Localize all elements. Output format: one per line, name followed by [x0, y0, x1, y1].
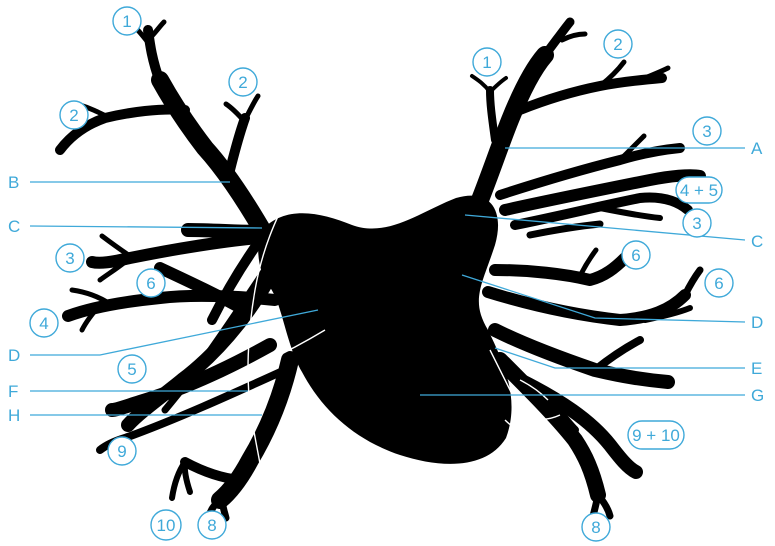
svg-text:8: 8 — [207, 516, 216, 535]
seg-left-2b: 2 — [229, 68, 257, 96]
label-H: H — [8, 406, 20, 425]
label-F: F — [8, 382, 18, 401]
seg-left-6: 6 — [137, 269, 165, 297]
seg-right-1: 1 — [473, 48, 501, 76]
bronchial-cast — [60, 16, 700, 520]
seg-left-10: 10 — [151, 510, 181, 540]
seg-right-3a: 3 — [693, 117, 721, 145]
svg-text:3: 3 — [702, 122, 711, 141]
seg-right-9-10: 9 + 10 — [628, 421, 684, 449]
svg-text:10: 10 — [157, 516, 176, 535]
label-A: A — [751, 139, 763, 158]
seg-left-4: 4 — [30, 309, 58, 337]
label-B: B — [8, 173, 19, 192]
svg-text:6: 6 — [631, 246, 640, 265]
svg-text:9 + 10: 9 + 10 — [632, 426, 680, 445]
seg-right-8: 8 — [582, 513, 610, 541]
left-branches — [60, 16, 290, 520]
label-G: G — [751, 386, 764, 405]
seg-right-3b: 3 — [683, 209, 711, 237]
svg-text:1: 1 — [122, 12, 131, 31]
svg-text:8: 8 — [591, 518, 600, 537]
svg-text:2: 2 — [613, 35, 622, 54]
seg-right-6b: 6 — [705, 269, 733, 297]
svg-text:2: 2 — [69, 106, 78, 125]
seg-left-2a: 2 — [60, 101, 88, 129]
seg-right-6a: 6 — [622, 241, 650, 269]
svg-text:2: 2 — [238, 73, 247, 92]
seg-left-9: 9 — [108, 437, 136, 465]
svg-text:6: 6 — [714, 274, 723, 293]
trachea-bifurcation-mass — [258, 196, 511, 464]
seg-left-5: 5 — [118, 355, 146, 383]
svg-text:1: 1 — [482, 53, 491, 72]
svg-text:4: 4 — [39, 314, 48, 333]
seg-left-1: 1 — [113, 7, 141, 35]
seg-right-4-5: 4 + 5 — [676, 177, 722, 203]
seg-right-2: 2 — [604, 30, 632, 58]
seg-left-8: 8 — [198, 511, 226, 539]
label-E: E — [751, 359, 762, 378]
svg-text:5: 5 — [127, 360, 136, 379]
label-D-right: D — [751, 313, 763, 332]
label-C-right: C — [751, 232, 763, 251]
label-C-left: C — [8, 217, 20, 236]
svg-text:3: 3 — [692, 214, 701, 233]
svg-text:9: 9 — [117, 442, 126, 461]
label-D-left: D — [8, 346, 20, 365]
seg-left-3: 3 — [56, 244, 84, 272]
svg-text:3: 3 — [65, 249, 74, 268]
svg-text:4 + 5: 4 + 5 — [680, 181, 718, 200]
svg-text:6: 6 — [146, 274, 155, 293]
